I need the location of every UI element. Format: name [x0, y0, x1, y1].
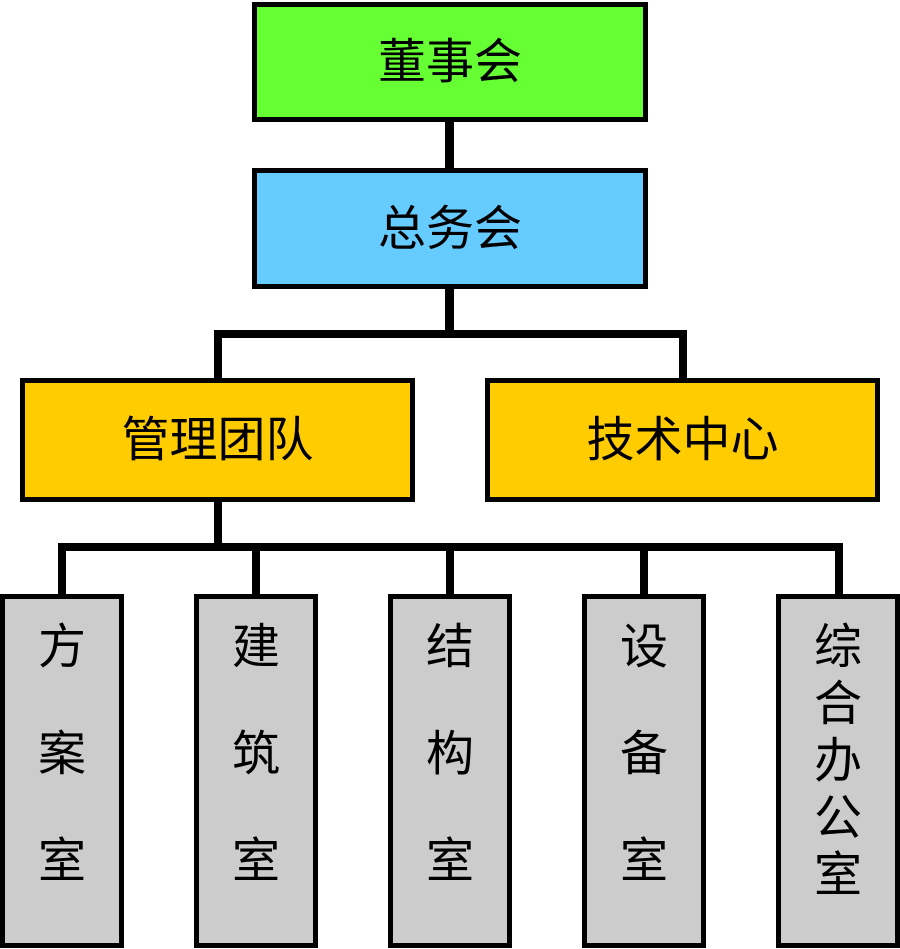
department-char: 室 — [231, 833, 280, 889]
department-char: 室 — [37, 833, 86, 889]
connector-management-team-down — [214, 498, 222, 550]
connector-to-structure-office — [446, 543, 454, 598]
department-char: 方 — [37, 619, 86, 675]
department-char: 建 — [231, 619, 280, 675]
department-char: 筑 — [231, 726, 280, 782]
department-char: 综 — [813, 619, 862, 675]
department-char: 构 — [425, 726, 474, 782]
department-char: 备 — [619, 726, 668, 782]
department-box-scheme-office: 方 案 室 — [0, 594, 124, 948]
department-char: 结 — [425, 619, 474, 675]
department-char: 室 — [813, 847, 862, 903]
technical-center-label: 技术中心 — [586, 412, 779, 468]
connector-to-architecture-office — [252, 543, 260, 598]
connector-to-technical-center — [679, 330, 687, 382]
connector-to-equipment-office — [640, 543, 648, 598]
connector-top-branch-horizontal — [214, 330, 687, 338]
department-label: 方 案 室 — [38, 623, 86, 885]
connector-board-to-general-affairs — [445, 117, 454, 172]
department-box-general-office: 综 合 办 公 室 — [776, 594, 900, 948]
connector-to-scheme-office — [58, 543, 66, 598]
department-box-architecture-office: 建 筑 室 — [194, 594, 318, 948]
management-team-box: 管理团队 — [20, 378, 415, 502]
board-label: 董事会 — [377, 34, 522, 90]
general-affairs-box: 总务会 — [252, 168, 648, 289]
technical-center-box: 技术中心 — [485, 378, 880, 502]
general-affairs-label: 总务会 — [377, 200, 522, 257]
department-char: 室 — [619, 833, 668, 889]
department-char: 合 — [813, 676, 862, 732]
department-label: 设 备 室 — [620, 623, 668, 885]
connector-to-management-team — [214, 330, 222, 382]
board-box: 董事会 — [252, 2, 648, 122]
department-char: 公 — [813, 790, 862, 846]
management-team-label: 管理团队 — [121, 412, 314, 468]
connector-general-affairs-down — [445, 286, 454, 334]
department-char: 室 — [425, 833, 474, 889]
department-char: 办 — [813, 733, 862, 789]
connector-to-general-office — [835, 543, 843, 598]
department-box-equipment-office: 设 备 室 — [582, 594, 706, 948]
department-label: 建 筑 室 — [232, 623, 280, 885]
department-label: 综 合 办 公 室 — [814, 623, 862, 899]
department-char: 案 — [37, 726, 86, 782]
department-box-structure-office: 结 构 室 — [388, 594, 512, 948]
department-label: 结 构 室 — [426, 623, 474, 885]
department-char: 设 — [619, 619, 668, 675]
